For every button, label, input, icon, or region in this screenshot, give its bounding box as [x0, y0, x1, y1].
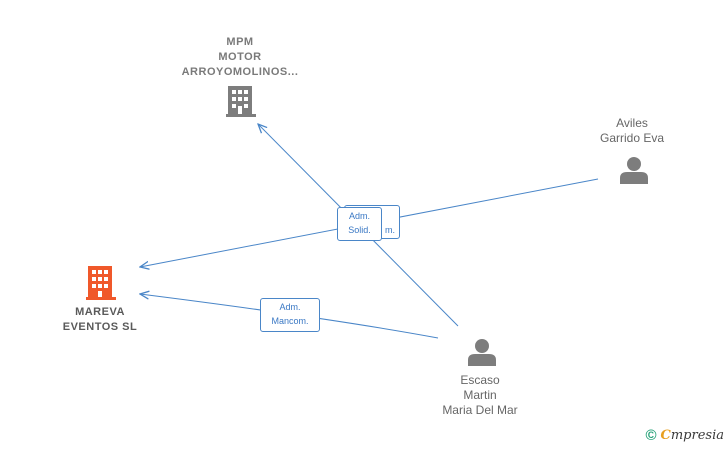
empresia-logo[interactable]: Cmpresia	[660, 428, 725, 443]
edge-badge-mancom[interactable]: Adm. Mancom.	[260, 298, 320, 332]
node-label-mareva[interactable]: MAREVA EVENTOS SL	[62, 306, 138, 333]
node-label-aviles[interactable]: Aviles Garrido Eva	[599, 116, 665, 145]
footer-brand: © Cmpresia	[645, 427, 724, 444]
building-icon	[226, 86, 256, 117]
edge-badge-solid[interactable]: Adm. Solid.	[337, 207, 382, 241]
node-label-escaso[interactable]: Escaso Martin Maria Del Mar	[442, 373, 518, 417]
node-label-mpm[interactable]: MPM MOTOR ARROYOMOLINOS...	[181, 36, 299, 78]
person-icon-aviles	[620, 157, 648, 184]
person-icon-escaso	[468, 339, 496, 366]
building-icon-main	[86, 266, 116, 300]
copyright-icon: ©	[645, 427, 657, 444]
